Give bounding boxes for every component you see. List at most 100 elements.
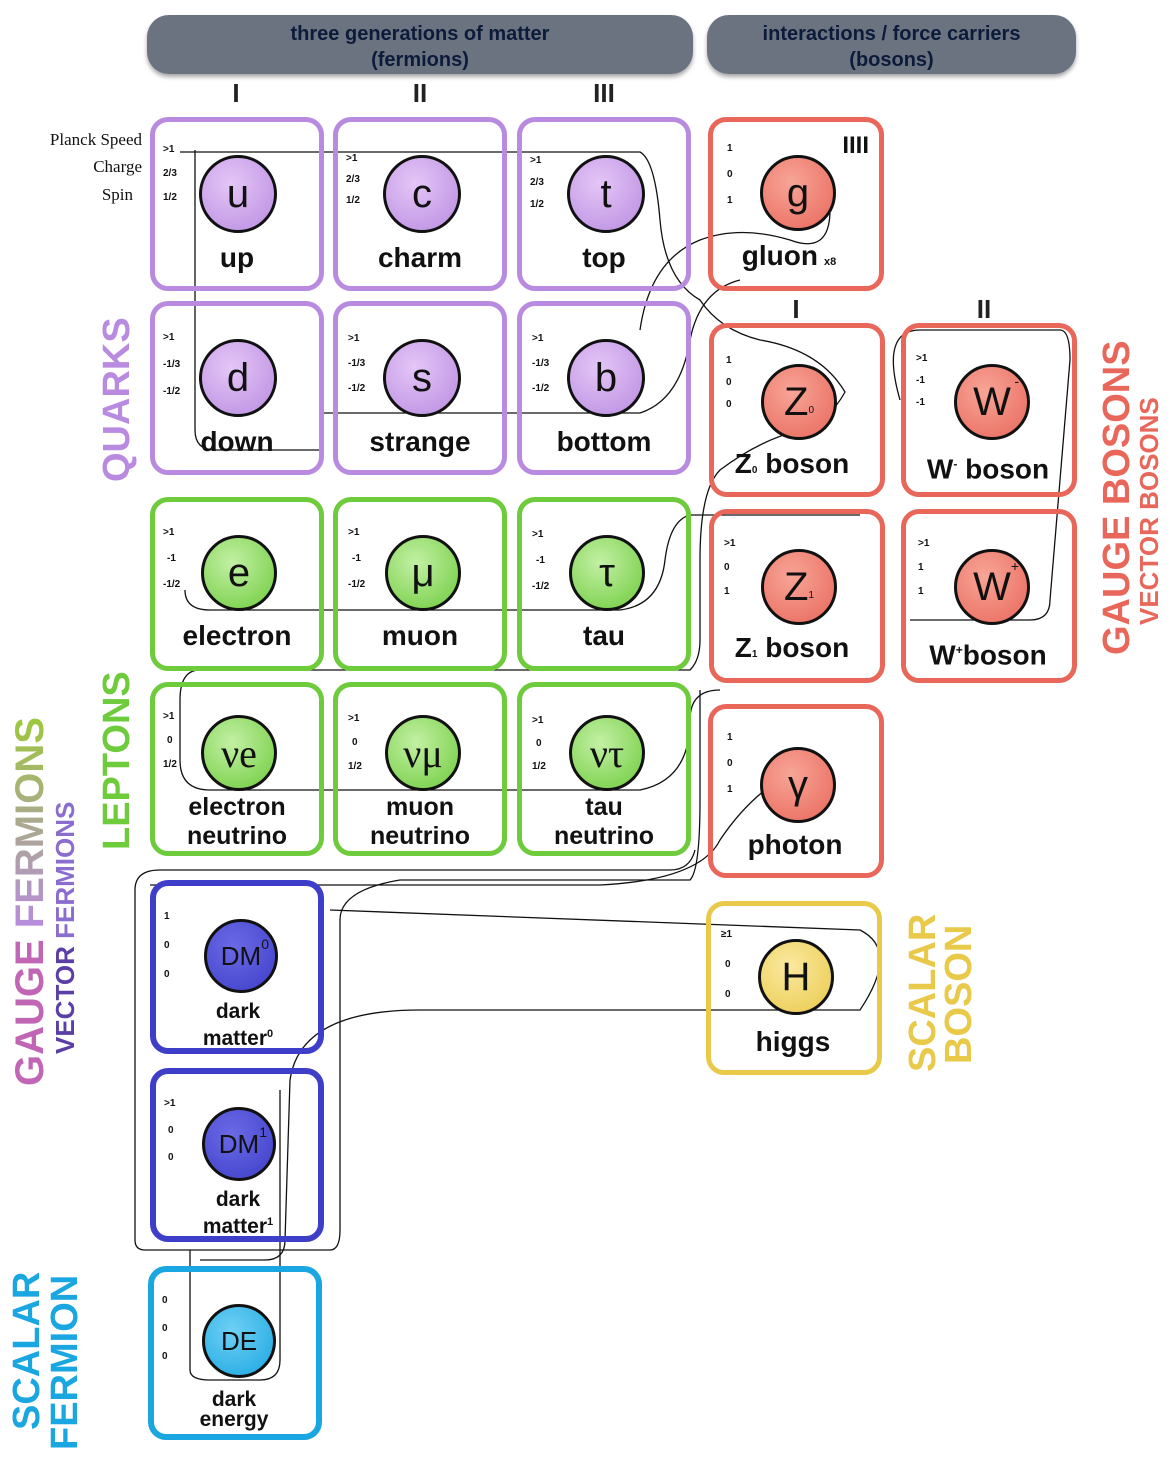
electron-symbol-ball: e [201,535,277,611]
photon-symbol: γ [788,762,808,807]
nutau-symbol-ball: ντ [569,715,645,791]
cell-tau-neutrino[interactable]: >1 0 1/2 ντ tau neutrino [517,682,691,856]
cell-dark-energy[interactable]: 0 0 0 DE dark energy [148,1266,322,1440]
dm1-name-2: matter1 [158,1208,318,1241]
numu-name-1: muon [385,793,455,821]
higgs-name: higgs [755,1026,831,1057]
top-name: top [582,242,626,273]
label-leptons: LEPTONS [96,671,138,850]
z1-numbers: >1 0 1 [724,532,735,604]
num-planck: 1 [727,732,733,743]
up-symbol: u [226,171,250,216]
dm1-name-2-text: matter [202,1215,268,1238]
z1-symbol: Z [784,564,809,609]
cell-muon[interactable]: >1 -1 -1/2 μ muon [333,497,507,671]
nutau-numbers: >1 0 1/2 [532,709,546,778]
higgs-symbol-ball: H [758,939,834,1015]
num-spin: 1 [727,784,733,795]
z1-name-text: boson [765,632,850,663]
nue-name-1: electron [188,793,286,821]
num-charge: -1 [352,553,361,564]
num-charge: 0 [164,940,170,951]
de-symbol: DE [220,1325,258,1356]
cell-top[interactable]: >1 2/3 1/2 t top [517,117,691,291]
gluon-symbol-ball: g [760,155,836,231]
cell-electron-neutrino[interactable]: >1 0 1/2 νe electron neutrino [150,682,324,856]
num-planck: ≥1 [721,929,733,940]
de-symbol-ball: DE [202,1304,276,1378]
num-spin: 1/2 [163,192,177,203]
electron-numbers: >1 -1 -1/2 [163,520,180,598]
cell-strange[interactable]: >1 -1/3 -1/2 s strange [333,301,507,475]
cell-down[interactable]: >1 -1/3 -1/2 d down [150,301,324,475]
cell-bottom[interactable]: >1 -1/3 -1/2 b bottom [517,301,691,475]
num-spin: 0 [726,399,732,410]
num-planck: >1 [348,713,360,724]
numu-numbers: >1 0 1/2 [348,707,362,779]
nue-numbers: >1 0 1/2 [163,705,177,777]
cell-photon[interactable]: 1 0 1 γ photon [708,704,884,878]
z1-subscript: 1 [808,589,814,601]
label-vector-bosons: VECTOR BOSONS [1134,397,1164,625]
num-charge: 0 [168,1125,174,1136]
label-scalar-fermion-2: FERMION [44,1274,86,1450]
num-spin: 1/2 [163,759,177,770]
dm0-name-2: matter0 [158,1020,318,1053]
wminus-prefix: W [926,453,954,485]
num-spin: 1/2 [532,761,546,772]
num-planck: >1 [163,711,175,722]
cell-tau[interactable]: >1 -1 -1/2 τ tau [517,497,691,671]
fermions-word-2: FERMIONS [50,801,80,939]
down-numbers: >1 -1/3 -1/2 [163,324,180,405]
gluon-name-text: gluon [741,240,818,271]
wplus-superscript: + [1010,558,1019,574]
nue-symbol: νe [221,730,257,776]
vector-word: VECTOR [50,946,80,1054]
z0-numbers: 1 0 0 [726,350,732,416]
nutau-symbol: ντ [589,730,625,776]
cell-charm[interactable]: >1 2/3 1/2 c charm [333,117,507,291]
dm0-name-sup: 0 [267,1028,274,1040]
dm0-symbol: DM [220,940,262,971]
cell-higgs[interactable]: ≥1 0 0 H higgs [706,901,882,1075]
top-numbers: >1 2/3 1/2 [530,150,544,216]
wplus-name: W+boson [908,636,1068,669]
num-charge: -1 [916,375,925,386]
de-numbers: 0 0 0 [162,1287,168,1371]
num-planck: 1 [726,355,732,366]
nutau-name-2: neutrino [554,822,654,850]
cell-electron[interactable]: >1 -1 -1/2 e electron [150,497,324,671]
cell-w-plus-boson[interactable]: >1 1 1 W+ W+boson [901,509,1077,683]
top-symbol-ball: t [567,155,645,233]
down-symbol-ball: d [199,339,277,417]
gluon-symbol: g [786,170,810,215]
photon-symbol-ball: γ [760,747,836,823]
strange-symbol: s [412,355,432,400]
cell-muon-neutrino[interactable]: >1 0 1/2 νμ muon neutrino [333,682,507,856]
num-charge: 2/3 [530,177,544,188]
cell-up[interactable]: >1 2/3 1/2 u up [150,117,324,291]
label-scalar-boson-2: BOSON [938,924,980,1064]
gauge-word: GAUGE [8,939,52,1086]
num-charge: 0 [167,735,173,746]
de-name-2: energy [199,1408,269,1431]
label-gauge-fermions: GAUGE FERMIONS [8,717,53,1086]
num-planck: >1 [163,332,175,343]
bosons-header: interactions / force carriers (bosons) [707,15,1076,74]
dm0-name-1: dark [215,1000,261,1023]
num-charge: -1 [536,555,545,566]
bottom-name: bottom [556,426,652,457]
num-charge: -1/3 [532,358,550,369]
bosons-header-line1: interactions / force carriers [762,23,1021,45]
cell-w-minus-boson[interactable]: >1 -1 -1 W- W- boson [901,323,1077,497]
dm0-superscript: 0 [261,936,269,952]
